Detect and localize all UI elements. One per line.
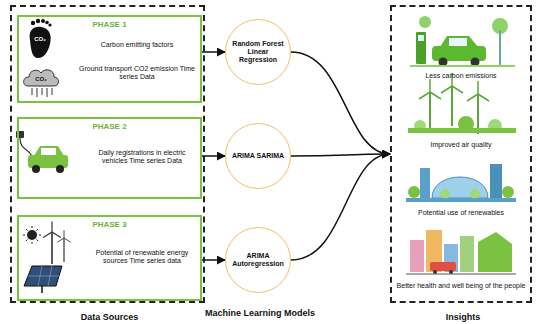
node-text: Random Forest Linear Regression [231,40,285,64]
connector-arrow [202,259,225,261]
connector-arrow [291,154,390,260]
connector-arrow [202,155,225,157]
model-circle: ARIMA SARIMA [225,123,291,189]
phase-box: PHASE 2 Daily registrations in electric v… [17,117,202,199]
heading-text: PHASE 1 [19,20,200,30]
model-circle: ARIMA Autoregression [225,227,291,293]
node-text: Potential of renewable energy sources Ti… [87,249,197,266]
heading-text: PHASE 3 [19,220,200,230]
node-text: Ground transport CO2 emission Time serie… [77,65,197,82]
heading-text: Insights [392,312,534,323]
renewables-icon [23,222,71,293]
region-box: Data SourcesPHASE 1Carbon emitting facto… [10,5,205,303]
green-car-illustration [410,16,515,67]
node-text: Less carbon emissions [392,72,530,80]
label-text: CO₂ [31,36,49,43]
heading-text: PHASE 2 [19,122,200,132]
node-text: Carbon emitting factors [77,41,197,49]
node-text: Potential use of renewables [392,209,530,217]
node-text: Daily registrations in electric vehicles… [87,149,197,166]
label-text: CO₂ [32,76,50,83]
phase-box: PHASE 3 Potential of renewable energy sou… [17,215,202,301]
node-text: Improved air quality [392,141,530,149]
node-text: ARIMA SARIMA [231,152,285,160]
ev-icon [16,131,68,173]
node-text: ARIMA Autoregression [231,252,285,268]
label-text: Machine Learning Models [200,308,320,319]
wind-turbines-illustration [408,73,516,134]
buildings-illustration [406,230,516,274]
model-circle: Random Forest Linear Regression [225,19,291,85]
footprint-icon [30,19,52,58]
connector-arrow [291,52,390,154]
cloud-icon [24,70,59,97]
city-illustration [406,164,516,202]
connector-arrow [291,154,390,156]
region-box: InsightsLess carbon emissionsImproved ai… [390,5,532,303]
phase-box: PHASE 1 Carbon emitting factorsGround tra… [17,15,202,103]
connector-arrow [202,51,225,53]
node-text: Better health and well being of the peop… [396,282,526,290]
node-text: Data Sources [12,312,207,323]
